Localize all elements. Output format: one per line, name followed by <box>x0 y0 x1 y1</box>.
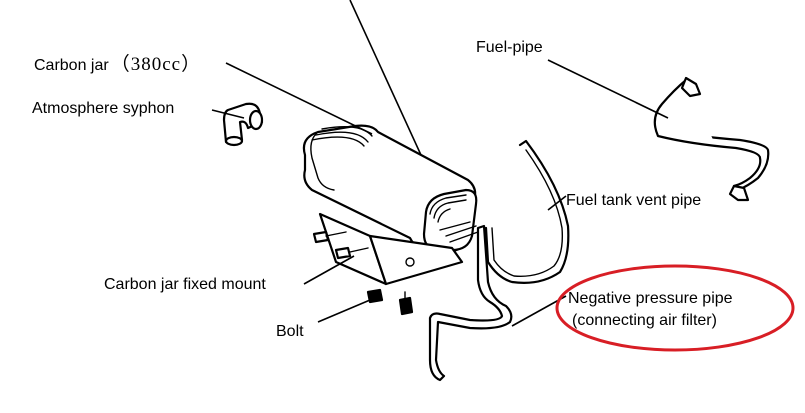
negative-pressure-pipe-part <box>428 224 513 382</box>
bolt-label: Bolt <box>276 323 304 340</box>
negative-pressure-pipe-note: (connecting air filter) <box>572 312 717 329</box>
negative-pressure-pipe-highlight <box>555 264 795 352</box>
fixed-mount-leader <box>303 255 355 285</box>
fuel-pipe-leader <box>547 59 669 119</box>
fuel-tank-vent-pipe-part <box>484 139 570 284</box>
atmosphere-syphon-label: Atmosphere syphon <box>32 100 174 117</box>
fuel-pipe-part <box>653 76 770 202</box>
bolt-leader <box>317 299 371 323</box>
fuel-tank-vent-pipe-leader <box>547 195 567 211</box>
carbon-jar-label: Carbon jar（380cc） <box>34 53 201 75</box>
atmosphere-syphon-leader <box>211 109 245 119</box>
carbon-jar-fixed-mount <box>312 212 464 286</box>
carbon-jar-capacity: （380cc） <box>111 53 201 75</box>
carbon-jar-leader <box>225 62 373 135</box>
negative-pressure-pipe-label: Negative pressure pipe <box>568 290 733 307</box>
carbon-jar-fixed-mount-label: Carbon jar fixed mount <box>104 276 266 293</box>
bolt-parts <box>366 288 414 316</box>
fuel-pipe-label: Fuel-pipe <box>476 39 543 56</box>
fuel-tank-vent-pipe-label: Fuel tank vent pipe <box>566 192 701 209</box>
atmosphere-syphon-part <box>222 102 264 147</box>
